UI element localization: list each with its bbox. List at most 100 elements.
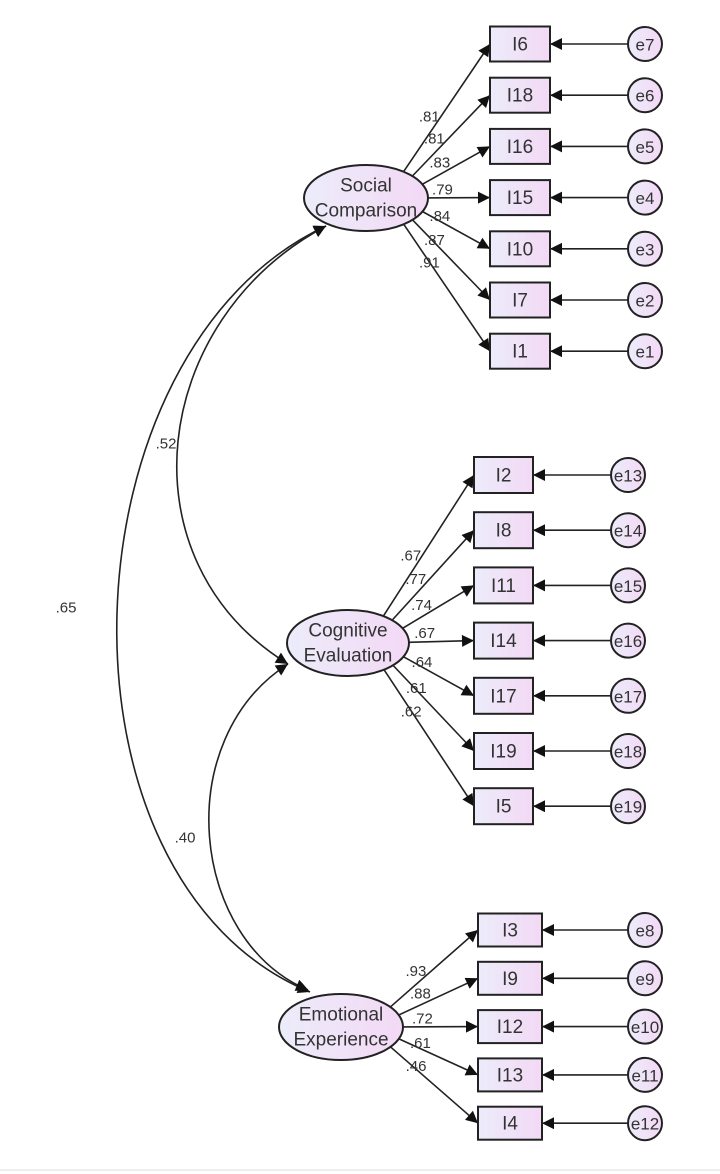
loading-path xyxy=(418,145,491,188)
loading-label: .61 xyxy=(406,680,427,697)
loading-path xyxy=(381,666,475,807)
indicator-box xyxy=(473,621,534,660)
latent-factor-label: Emotional xyxy=(299,1005,384,1026)
covariance-path xyxy=(208,663,309,991)
error-term-circle xyxy=(610,788,646,825)
loading-label: .91 xyxy=(419,254,440,271)
error-term-label: e6 xyxy=(636,87,655,106)
loading-path xyxy=(404,634,475,647)
indicator-label: I4 xyxy=(502,1114,518,1135)
loading-label: .72 xyxy=(412,1010,433,1027)
loading-path xyxy=(409,216,491,301)
covariance-path xyxy=(116,225,327,993)
indicator-box xyxy=(489,76,551,114)
indicator-label: I12 xyxy=(497,1017,523,1038)
indicator-label: I19 xyxy=(490,742,516,763)
error-term-circle xyxy=(610,677,646,714)
indicator-box xyxy=(473,732,534,770)
loading-label: .67 xyxy=(400,548,421,565)
indicator-box xyxy=(477,1009,543,1045)
indicator-label: I11 xyxy=(491,576,516,597)
indicator-box xyxy=(477,1057,543,1093)
error-term-circle xyxy=(627,128,663,165)
error-term-label: e3 xyxy=(636,240,655,259)
loading-label: .81 xyxy=(419,108,440,125)
error-term-label: e11 xyxy=(631,1066,658,1085)
indicator-label: I1 xyxy=(512,342,528,363)
loading-label: .61 xyxy=(410,1035,431,1052)
error-term-circle xyxy=(627,282,663,318)
latent-factor-label: Evaluation xyxy=(304,646,393,667)
indicator-label: I3 xyxy=(502,921,518,942)
indicator-label: I8 xyxy=(496,521,512,542)
indicator-label: I15 xyxy=(507,188,533,209)
loading-label: .74 xyxy=(411,597,432,614)
error-term-circle xyxy=(627,77,663,114)
indicator-box xyxy=(489,281,551,319)
indicator-label: I17 xyxy=(490,686,516,707)
loading-label: .46 xyxy=(406,1058,427,1075)
latent-factor-label: Social xyxy=(340,176,392,197)
indicator-label: I18 xyxy=(507,86,533,107)
error-term-label: e19 xyxy=(614,798,642,817)
latent-factor-label: Cognitive xyxy=(308,621,387,642)
error-term-label: e16 xyxy=(614,632,642,651)
indicator-label: I2 xyxy=(496,466,512,487)
nodes-layer xyxy=(278,25,663,1142)
indicator-box xyxy=(473,787,534,826)
loading-label: .87 xyxy=(424,232,445,249)
loading-path xyxy=(401,43,491,175)
indicator-box xyxy=(489,230,551,268)
indicator-label: I14 xyxy=(490,631,517,652)
indicator-box xyxy=(473,566,534,605)
loading-label: .79 xyxy=(432,181,453,198)
indicator-box xyxy=(473,676,534,715)
latent-factor-ellipse xyxy=(303,164,429,232)
indicator-box xyxy=(473,511,534,550)
error-term-label: e15 xyxy=(614,577,642,596)
error-term-circle xyxy=(610,733,646,769)
loading-path xyxy=(418,208,491,250)
indicator-box xyxy=(477,912,543,948)
latent-factor-ellipse xyxy=(286,609,410,677)
covariance-layer xyxy=(116,225,327,993)
error-term-label: e1 xyxy=(636,343,655,362)
loading-path xyxy=(394,1036,479,1076)
loading-label: .88 xyxy=(410,986,431,1003)
covariance-label: .52 xyxy=(156,436,177,453)
error-term-circle xyxy=(610,457,646,493)
error-term-label: e14 xyxy=(614,522,642,541)
error-term-circle xyxy=(610,512,646,549)
error-term-label: e18 xyxy=(614,743,642,762)
error-term-label: e5 xyxy=(636,138,655,157)
loading-label: .64 xyxy=(412,654,433,671)
indicator-label: I6 xyxy=(512,35,528,56)
covariance-label: .65 xyxy=(56,600,77,617)
error-term-circle xyxy=(627,230,663,267)
error-term-circle xyxy=(610,567,646,604)
loading-path xyxy=(387,1043,479,1124)
loading-path xyxy=(394,977,479,1018)
error-term-label: e4 xyxy=(636,189,655,208)
error-term-label: e12 xyxy=(631,1115,659,1134)
error-term-circle xyxy=(627,179,663,216)
error-term-label: e8 xyxy=(636,922,655,941)
error-term-circle xyxy=(627,960,663,997)
loading-paths-layer xyxy=(380,38,628,1130)
indicator-label: I9 xyxy=(502,969,518,990)
loading-label: .84 xyxy=(429,208,450,225)
indicator-label: I16 xyxy=(507,137,533,158)
covariance-label: .40 xyxy=(175,830,196,847)
loading-path xyxy=(401,221,491,352)
indicator-box xyxy=(489,127,551,165)
loading-path xyxy=(399,654,475,697)
error-term-circle xyxy=(627,1008,663,1045)
latent-factor-label: Experience xyxy=(293,1030,388,1051)
indicator-box xyxy=(489,25,551,63)
indicator-label: I5 xyxy=(496,797,512,818)
error-term-label: e17 xyxy=(614,687,642,706)
indicator-label: I7 xyxy=(512,291,528,312)
error-term-circle xyxy=(627,26,663,62)
error-term-circle xyxy=(627,1056,663,1093)
loading-label: .67 xyxy=(414,625,435,642)
